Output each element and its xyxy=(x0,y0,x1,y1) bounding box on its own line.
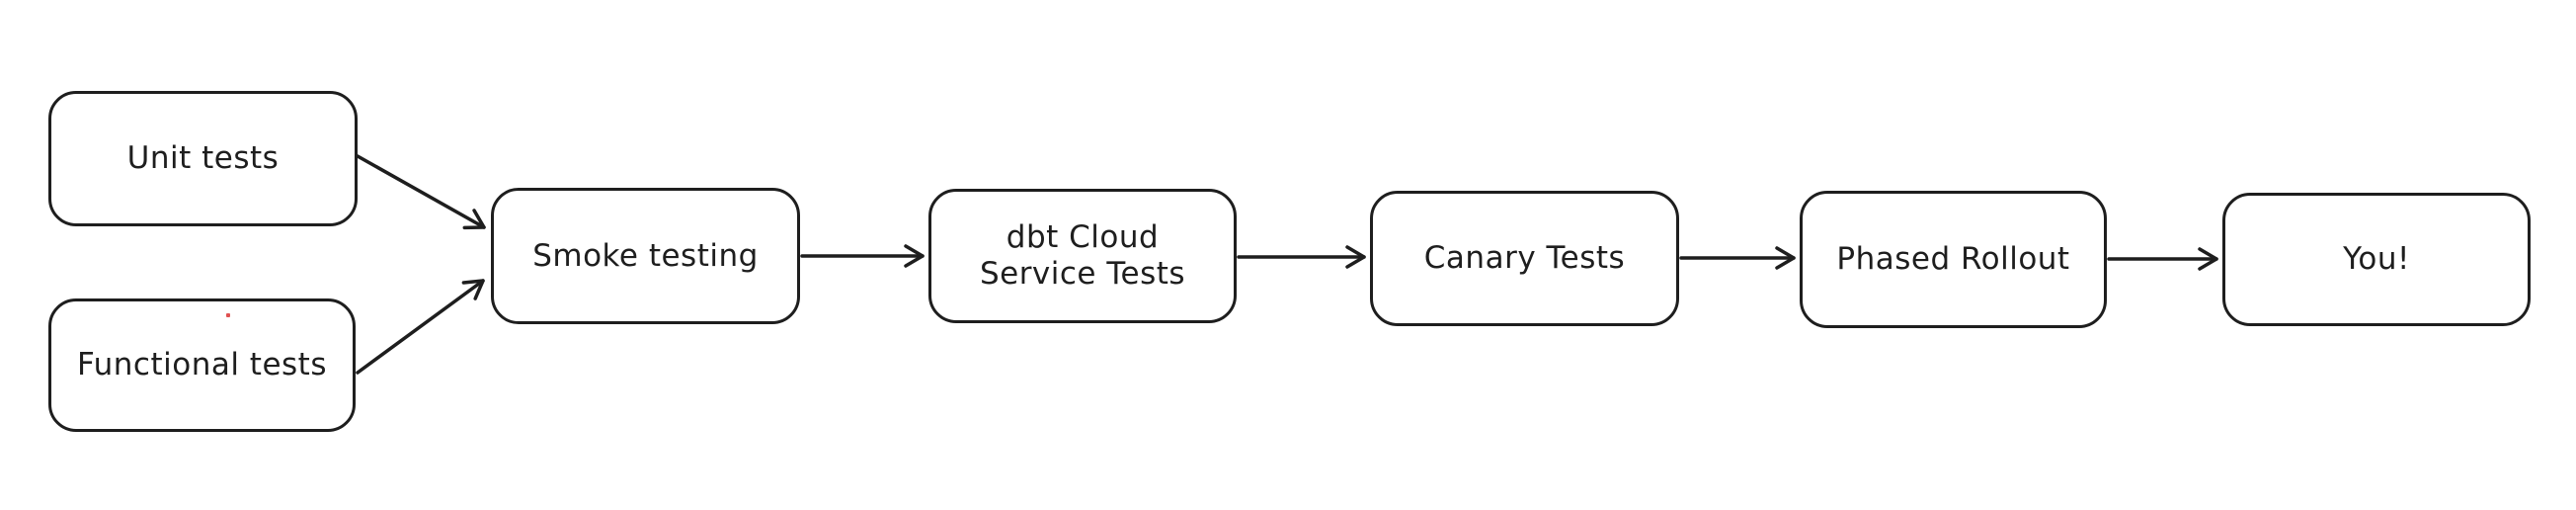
node-unit-tests: Unit tests xyxy=(48,91,358,226)
node-canary-tests-label: Canary Tests xyxy=(1423,240,1626,277)
node-phased-rollout: Phased Rollout xyxy=(1800,191,2107,328)
node-you-label: You! xyxy=(2343,241,2410,278)
node-functional-tests-label: Functional tests xyxy=(76,347,327,383)
node-smoke-testing-label: Smoke testing xyxy=(532,237,759,274)
node-functional-tests: Functional tests xyxy=(48,298,356,432)
node-smoke-testing: Smoke testing xyxy=(491,188,800,324)
node-phased-rollout-label: Phased Rollout xyxy=(1836,241,2070,278)
node-dbt-cloud-service-tests-label: dbt Cloud Service Tests xyxy=(979,219,1186,292)
edge-unit-tests-to-smoke-testing xyxy=(356,154,486,230)
edge-functional-tests-to-smoke-testing xyxy=(356,279,485,375)
red-speck-artifact xyxy=(226,313,230,317)
node-unit-tests-label: Unit tests xyxy=(126,140,280,177)
node-you: You! xyxy=(2222,193,2531,326)
node-canary-tests: Canary Tests xyxy=(1370,191,1679,326)
node-dbt-cloud-service-tests: dbt Cloud Service Tests xyxy=(928,189,1237,323)
